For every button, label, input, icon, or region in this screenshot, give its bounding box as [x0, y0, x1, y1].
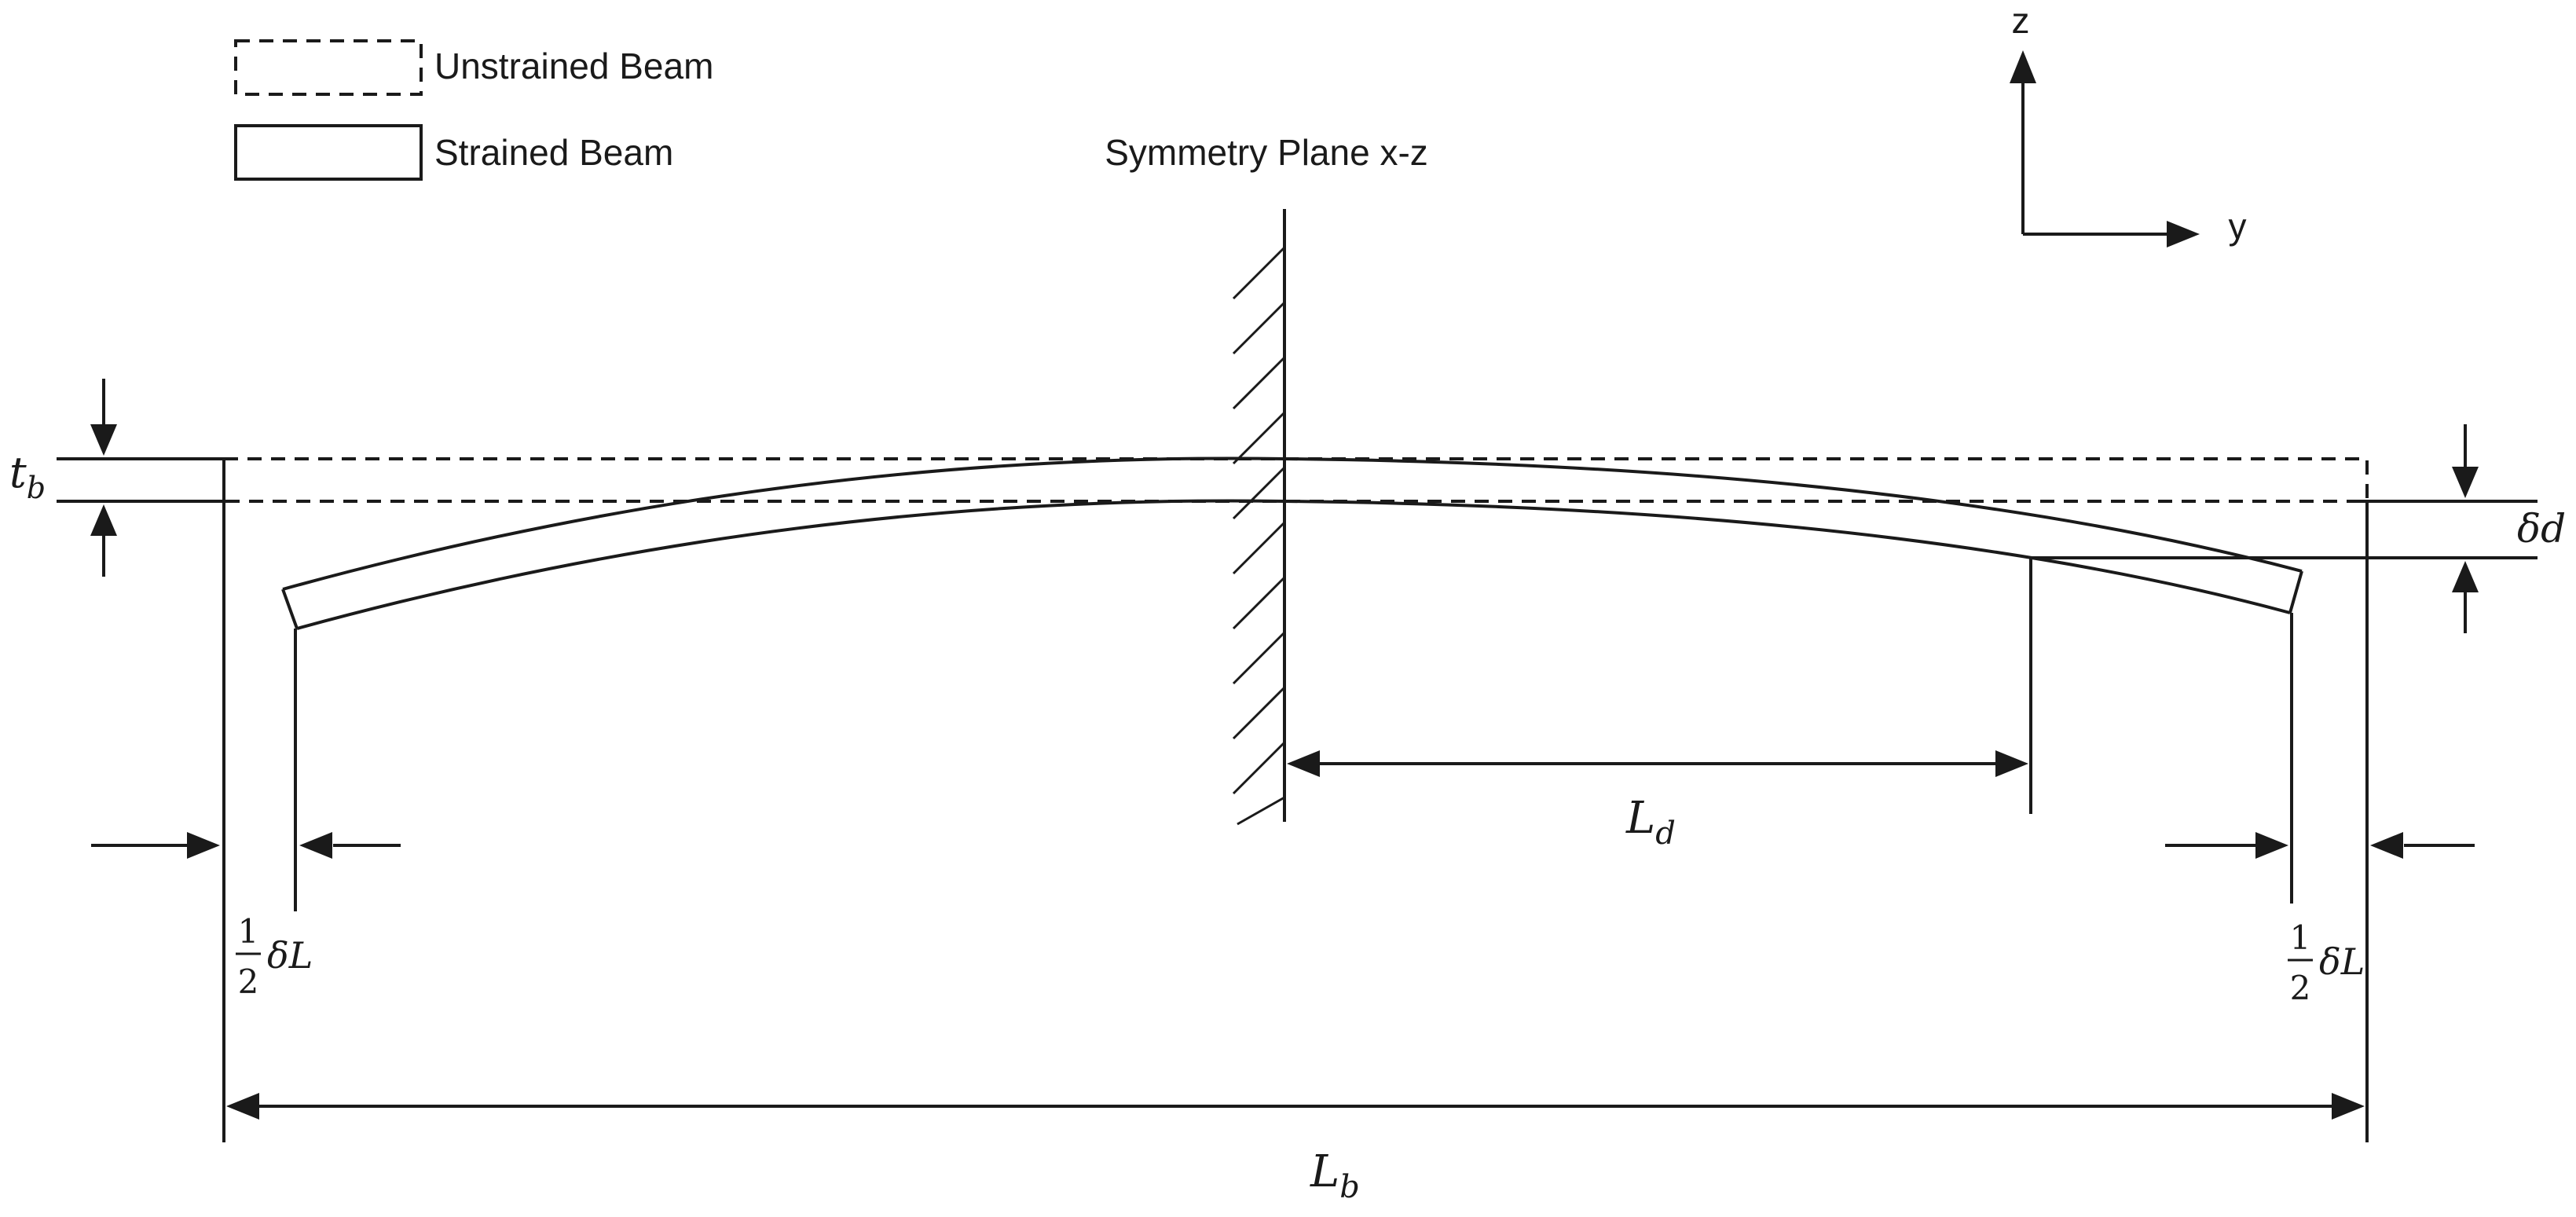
left-end-shortening-dimension: 1 2 δL [91, 459, 401, 1142]
left-inner-arrowhead [299, 832, 332, 859]
beam-length-dimension: Lb [226, 1093, 2365, 1205]
right-fraction-denominator: 2 [2290, 969, 2311, 1007]
legend-unstrained-swatch [234, 39, 423, 96]
strained-beam-top-edge [282, 456, 2303, 591]
drop-length-dimension: Ld [1287, 558, 2032, 852]
left-fraction-denominator: 2 [238, 962, 259, 1001]
symmetry-plane: Symmetry Plane x-z [1105, 132, 1428, 826]
thickness-arrow-up-head [90, 504, 117, 536]
y-axis-arrowhead [2167, 221, 2200, 247]
y-axis-label: y [2229, 206, 2247, 247]
right-half-delta-l-label: 1 2 δL [2288, 918, 2365, 1007]
thickness-label: tb [9, 448, 46, 505]
drop-length-label: Ld [1625, 793, 1676, 852]
right-end-shortening-dimension: 1 2 δL [2165, 501, 2475, 1142]
left-outer-arrowhead [187, 832, 220, 859]
drop-length-symbol: L [1625, 793, 1655, 844]
strained-beam-right-end [2288, 570, 2303, 614]
thickness-subscript: b [27, 471, 46, 505]
right-outer-arrowhead [2370, 832, 2403, 859]
legend-unstrained-label: Unstrained Beam [434, 46, 713, 86]
right-inner-arrowhead [2255, 832, 2288, 859]
deflection-arrow-up-head [2452, 561, 2479, 592]
strained-beam-bottom-edge [296, 499, 2291, 630]
deflection-dimension: δd [2031, 424, 2566, 633]
left-half-delta-l-label: 1 2 δL [236, 912, 313, 1001]
strained-beam-left-end [281, 588, 299, 629]
unstrained-beam [222, 457, 2369, 503]
symmetry-plane-hatching [1232, 246, 1286, 826]
deflection-label: δd [2517, 506, 2566, 552]
deflection-arrow-down-head [2452, 467, 2479, 498]
drop-length-left-arrowhead [1287, 750, 1320, 777]
thickness-dimension: tb [9, 379, 224, 577]
left-fraction-numerator: 1 [238, 912, 259, 951]
symmetry-plane-label: Symmetry Plane x-z [1105, 132, 1428, 173]
beam-length-left-arrowhead [226, 1093, 259, 1120]
z-axis-arrowhead [2010, 50, 2036, 83]
beam-length-right-arrowhead [2332, 1093, 2365, 1120]
beam-length-label: Lb [1310, 1146, 1360, 1205]
legend-strained-label: Strained Beam [434, 132, 673, 173]
thickness-symbol: t [9, 448, 27, 497]
legend: Unstrained Beam Strained Beam [234, 39, 713, 181]
legend-strained-swatch [234, 124, 423, 181]
beam-length-symbol: L [1310, 1146, 1339, 1197]
thickness-arrow-down-head [90, 424, 117, 456]
coordinate-axes: z y [2010, 0, 2247, 247]
drop-length-subscript: d [1655, 816, 1676, 852]
strained-beam [281, 456, 2303, 630]
right-fraction-numerator: 1 [2290, 918, 2311, 957]
right-delta-l-symbol: δL [2319, 940, 2365, 983]
beam-length-subscript: b [1339, 1169, 1360, 1205]
z-axis-label: z [2012, 0, 2030, 41]
drop-length-right-arrowhead [1995, 750, 2028, 777]
left-delta-l-symbol: δL [267, 934, 313, 977]
